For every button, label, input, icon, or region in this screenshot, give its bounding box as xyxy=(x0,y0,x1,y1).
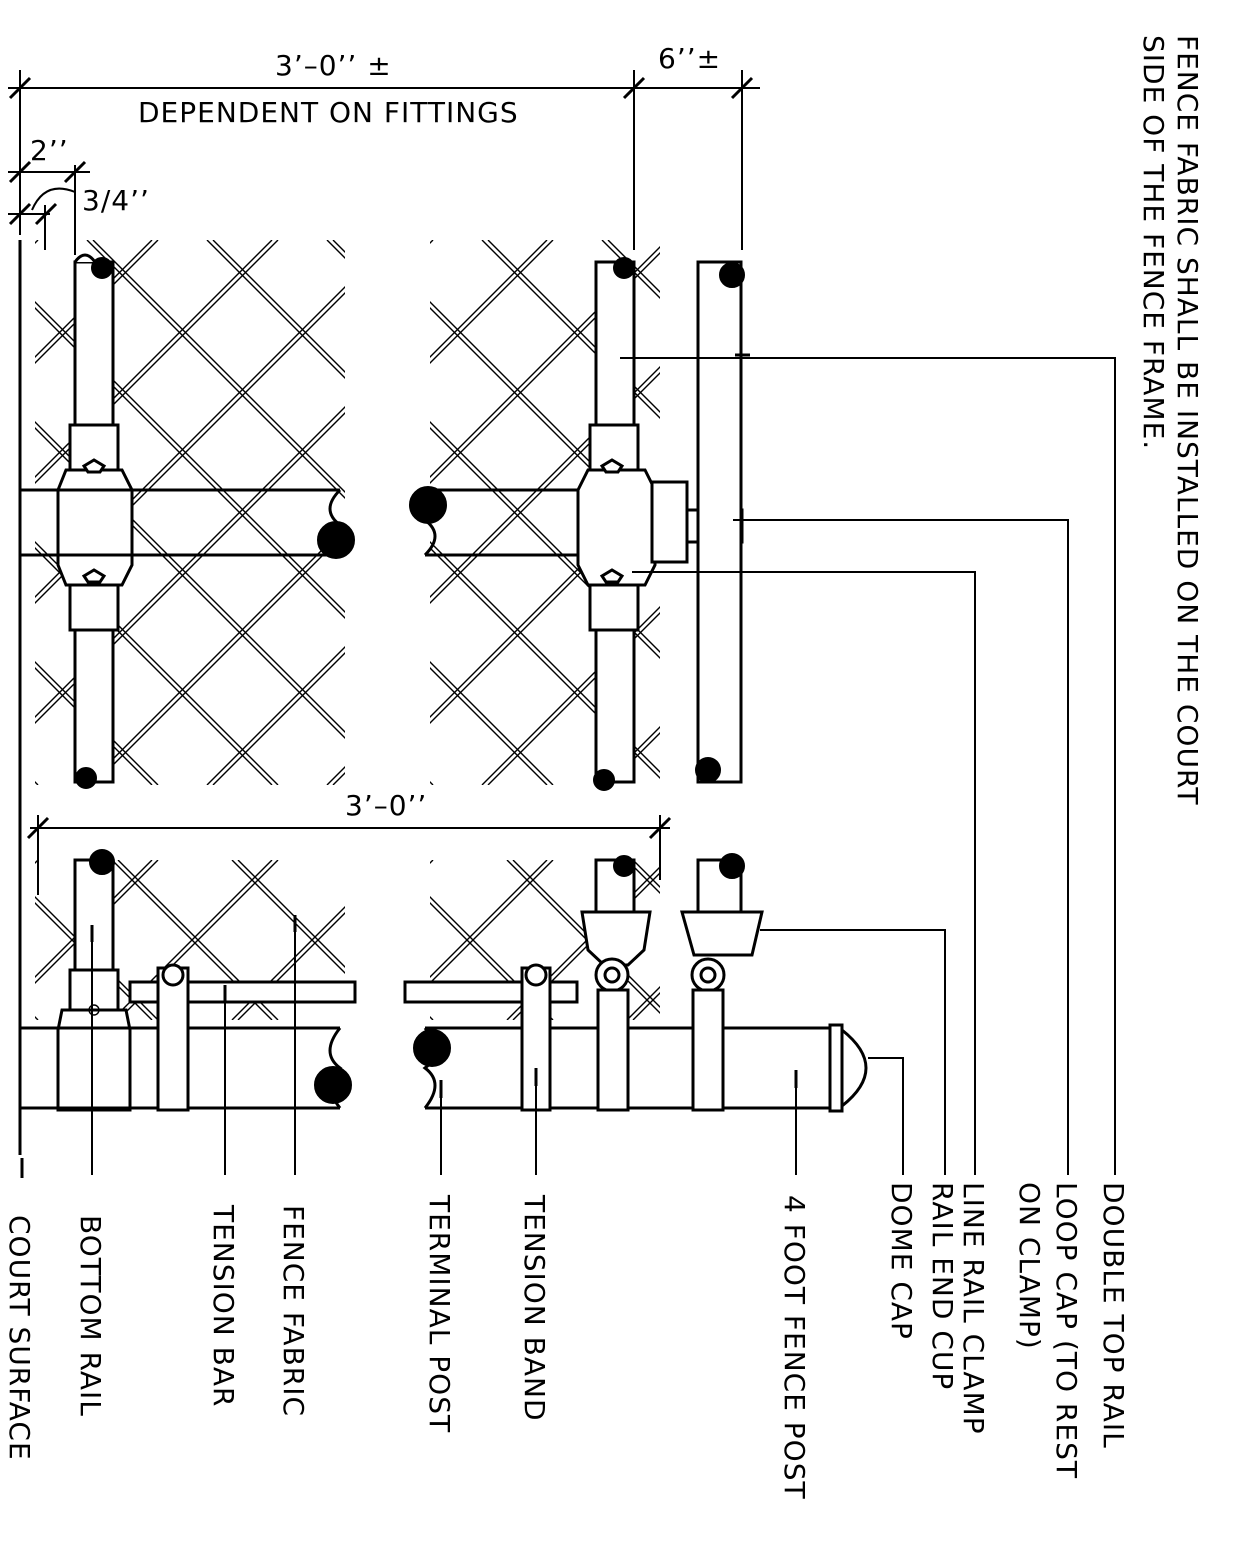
note-line-2: SIDE OF THE FENCE FRAME. xyxy=(1137,35,1170,450)
double-top-rail xyxy=(695,260,745,784)
dim-edge-small: 3/4’’ xyxy=(82,184,150,217)
dimension-text: 3’–0’’ ± DEPENDENT ON FITTINGS 6’’± 2’’ … xyxy=(30,42,721,822)
dim-rail-offset: 6’’± xyxy=(658,42,721,75)
label-tension-bar: TENSION BAR xyxy=(207,1204,240,1407)
label-fence-post: 4 FOOT FENCE POST xyxy=(778,1195,811,1500)
dim-edge-offset: 2’’ xyxy=(30,134,69,167)
upper-elevation xyxy=(18,240,745,1155)
note-line-1: FENCE FABRIC SHALL BE INSTALLED ON THE C… xyxy=(1171,35,1204,805)
dim-top-width-note: DEPENDENT ON FITTINGS xyxy=(138,96,519,129)
label-line-rail-clamp: LINE RAIL CLAMP xyxy=(957,1182,990,1435)
lower-elevation xyxy=(20,849,868,1113)
label-rail-end-cup: RAIL END CUP xyxy=(926,1182,959,1390)
dim-post-spacing: 3’–0’’ xyxy=(345,789,427,822)
label-double-top-rail: DOUBLE TOP RAIL xyxy=(1097,1182,1130,1449)
label-loop-cap-2: ON CLAMP) xyxy=(1013,1182,1046,1350)
tension-bar xyxy=(128,963,579,1112)
label-dome-cap: DOME CAP xyxy=(885,1182,918,1340)
label-terminal-post: TERMINAL POST xyxy=(423,1194,456,1433)
label-court-surface: COURT SURFACE xyxy=(3,1215,36,1461)
label-fence-fabric: FENCE FABRIC xyxy=(277,1205,310,1417)
label-bottom-rail: BOTTOM RAIL xyxy=(74,1215,107,1417)
dim-top-width: 3’–0’’ ± xyxy=(275,49,392,82)
bottom-rail-upper xyxy=(56,253,134,789)
callout-labels: DOUBLE TOP RAIL LOOP CAP (TO REST ON CLA… xyxy=(3,1182,1130,1500)
label-loop-cap-1: LOOP CAP (TO REST xyxy=(1050,1182,1083,1479)
leader-lines xyxy=(20,353,1116,1178)
line-rail-clamp xyxy=(680,853,764,1112)
terminal-post-lower xyxy=(20,1023,868,1113)
terminal-post-upper-left xyxy=(20,488,355,559)
rail-end-cup xyxy=(580,855,652,1112)
note-text: FENCE FABRIC SHALL BE INSTALLED ON THE C… xyxy=(1137,35,1204,805)
label-tension-band: TENSION BAND xyxy=(518,1194,551,1422)
bottom-rail-lower xyxy=(56,849,132,1112)
dimension-lines xyxy=(8,70,760,895)
